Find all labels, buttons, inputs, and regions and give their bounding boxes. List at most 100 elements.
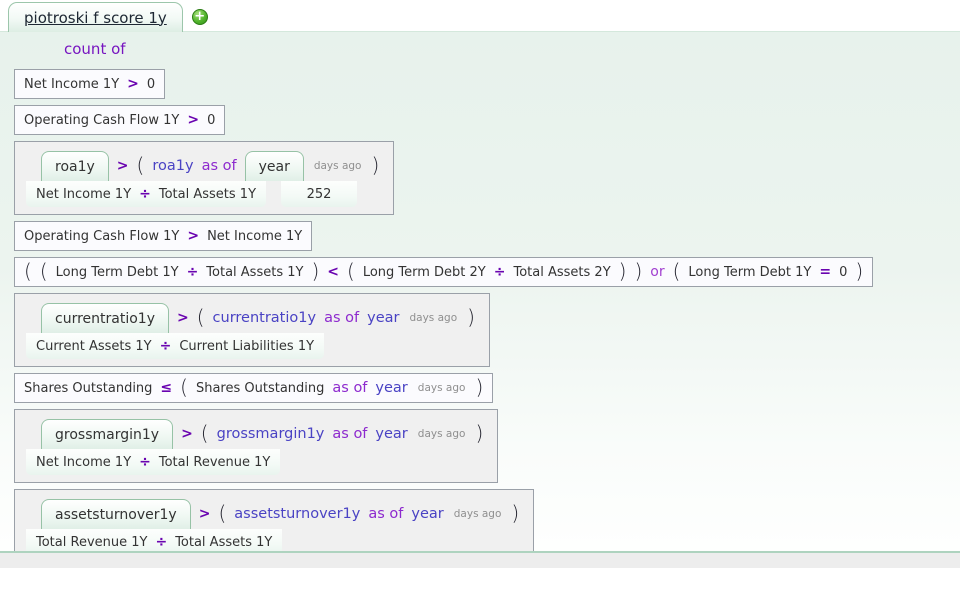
paren: ( (24, 259, 32, 283)
paren: ( (218, 501, 227, 525)
operand-label[interactable]: 0 (207, 112, 216, 128)
variable-tab[interactable]: currentratio1y (41, 303, 169, 333)
variable-ref[interactable]: currentratio1y (212, 310, 317, 326)
operand-label[interactable]: Shares Outstanding (195, 380, 325, 396)
condition-row[interactable]: Net Income 1Y >0 (14, 69, 166, 99)
count-of-label: count of (64, 40, 126, 58)
operand-label[interactable]: Operating Cash Flow 1Y (24, 112, 180, 128)
variable-ref[interactable]: grossmargin1y (216, 426, 325, 442)
operand-label[interactable]: 0 (146, 76, 156, 92)
as-of-keyword: as of (332, 380, 368, 396)
expression-box[interactable]: assetsturnover1y > ( assetsturnover1y as of y… (14, 489, 535, 551)
formula-strips: Net Income 1Y ÷ Total Assets 1Y 252 (26, 181, 379, 207)
operator[interactable]: > (198, 506, 211, 522)
operand-label[interactable]: Total Assets 1Y (175, 534, 273, 550)
year-ref[interactable]: year (375, 380, 408, 396)
add-tab-button[interactable]: + (191, 9, 208, 25)
formula-strip: Net Income 1Y ÷ Total Assets 1Y (26, 181, 267, 207)
operator[interactable]: < (327, 264, 339, 280)
paren: ( (347, 259, 355, 283)
formula-strip: 252 (281, 181, 358, 207)
paren: ) (475, 421, 484, 445)
operand-label[interactable]: Current Assets 1Y (36, 338, 152, 354)
operator[interactable]: ≤ (160, 380, 173, 396)
paren: ( (196, 305, 205, 329)
formula-strips: Net Income 1Y ÷ Total Revenue 1Y (26, 449, 483, 475)
operator[interactable]: ÷ (139, 454, 151, 470)
condition-row[interactable]: Operating Cash Flow 1Y >0 (14, 105, 226, 135)
as-of-keyword: as of (324, 310, 360, 326)
variable-tab[interactable]: year (244, 151, 304, 181)
operator[interactable]: ÷ (186, 264, 199, 280)
operand-label[interactable]: Long Term Debt 1Y (55, 264, 179, 280)
paren: ) (618, 259, 627, 283)
operand-label[interactable]: Net Income 1Y (36, 454, 132, 470)
operator[interactable]: = (819, 264, 832, 280)
paren: ( (672, 259, 681, 283)
operand-label[interactable]: Total Revenue 1Y (158, 454, 271, 470)
year-ref[interactable]: year (411, 506, 444, 522)
operator[interactable]: ÷ (493, 264, 506, 280)
variable-ref[interactable]: assetsturnover1y (234, 506, 361, 522)
operand-label[interactable]: Long Term Debt 2Y (362, 264, 486, 280)
days-ago-label: days ago (417, 428, 466, 440)
operator[interactable]: > (116, 158, 129, 174)
operand-label[interactable]: Long Term Debt 1Y (688, 264, 812, 280)
year-ref[interactable]: year (367, 310, 400, 326)
as-of-keyword: as of (368, 506, 404, 522)
paren: ) (634, 259, 643, 283)
value-label[interactable]: 252 (306, 186, 332, 202)
bottom-bar (0, 553, 960, 568)
paren: ( (136, 153, 145, 177)
operator[interactable]: ÷ (159, 338, 172, 354)
days-ago-label: days ago (453, 508, 502, 520)
operand-label[interactable]: Total Assets 2Y (513, 264, 611, 280)
paren: ( (200, 421, 209, 445)
operand-label[interactable]: Total Revenue 1Y (36, 534, 148, 550)
condition-row[interactable]: ( ( Long Term Debt 1Y ÷ Total Assets 1Y) < ( Lo… (14, 257, 874, 287)
paren: ) (475, 375, 484, 399)
operand-label[interactable]: Net Income 1Y (24, 76, 120, 92)
days-ago-label: days ago (313, 160, 362, 172)
operand-label[interactable]: Shares Outstanding (24, 380, 153, 396)
operand-label[interactable]: Total Assets 1Y (206, 264, 304, 280)
operand-label[interactable]: 0 (839, 264, 848, 280)
operator[interactable]: > (176, 310, 189, 326)
plus-icon: + (191, 9, 208, 25)
condition-row[interactable]: Operating Cash Flow 1Y > Net Income 1Y (14, 221, 313, 251)
days-ago-label: days ago (417, 382, 466, 394)
or-keyword[interactable]: or (650, 264, 665, 280)
tab-title-link[interactable]: piotroski f score 1y (24, 8, 167, 27)
expression-head: assetsturnover1y > ( assetsturnover1y as of y… (26, 499, 519, 529)
operand-label[interactable]: Operating Cash Flow 1Y (24, 228, 180, 244)
variable-ref[interactable]: roa1y (152, 158, 194, 174)
formula-strip: Current Assets 1Y ÷ Current Liabilities 1Y (26, 333, 325, 359)
days-ago-label: days ago (409, 312, 458, 324)
paren: ) (855, 259, 864, 283)
main-tab[interactable]: piotroski f score 1y (8, 2, 183, 32)
operator[interactable]: > (127, 76, 139, 92)
operand-label[interactable]: Total Assets 1Y (158, 186, 257, 202)
as-of-keyword: as of (332, 426, 368, 442)
paren: ) (311, 259, 320, 283)
formula-strips: Total Revenue 1Y ÷ Total Assets 1Y (26, 529, 519, 551)
variable-tab[interactable]: grossmargin1y (41, 419, 174, 449)
operand-label[interactable]: Current Liabilities 1Y (179, 338, 315, 354)
operator[interactable]: > (181, 426, 193, 442)
operand-label[interactable]: Net Income 1Y (207, 228, 303, 244)
year-ref[interactable]: year (375, 426, 408, 442)
operator[interactable]: ÷ (155, 534, 168, 550)
variable-tab[interactable]: roa1y (41, 151, 109, 181)
variable-tab[interactable]: assetsturnover1y (41, 499, 191, 529)
operand-label[interactable]: Net Income 1Y (36, 186, 132, 202)
operator[interactable]: > (187, 112, 200, 128)
operator[interactable]: ÷ (139, 186, 151, 202)
operator[interactable]: > (187, 228, 200, 244)
